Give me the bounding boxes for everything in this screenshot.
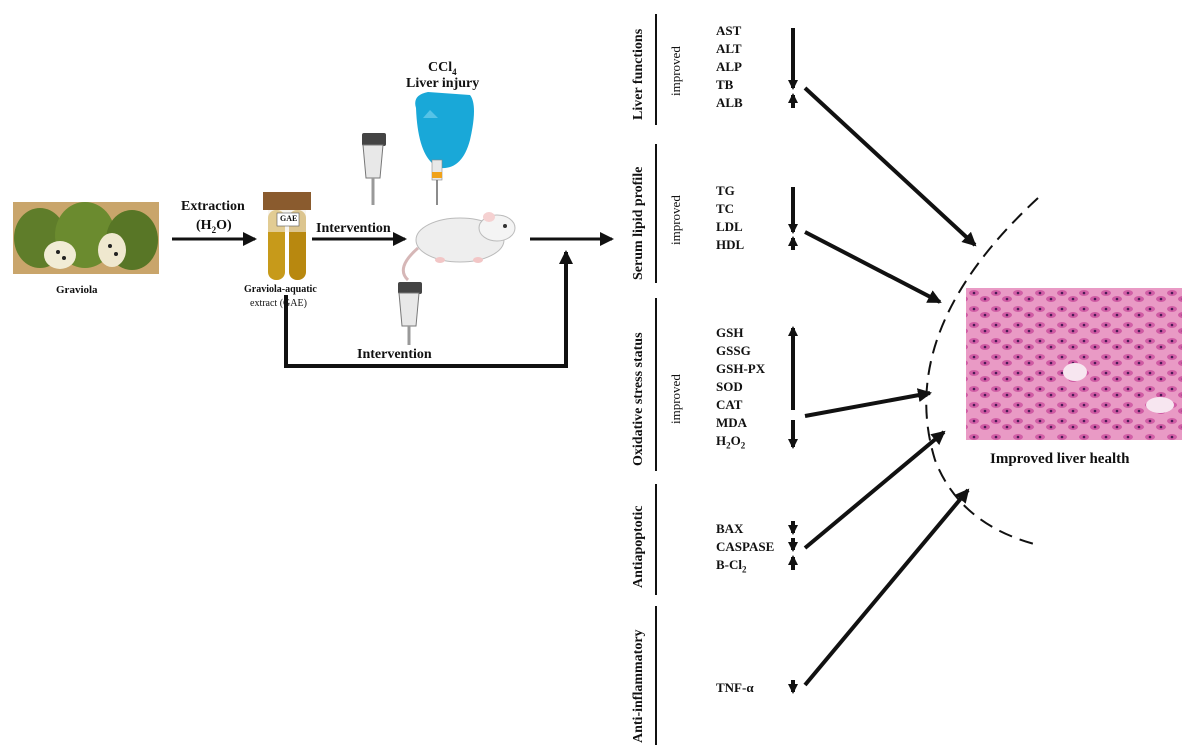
pipette-top-image <box>362 133 386 205</box>
category-antiapoptotic: Antiapoptotic <box>631 505 646 588</box>
liver-function-markers: AST ALT ALP TB ALB <box>716 22 743 112</box>
gloved-hand-syringe-image <box>415 92 474 205</box>
marker-gssg: GSSG <box>716 343 751 358</box>
marker-bcl2: B-Cl2 <box>716 557 747 575</box>
lipid-markers: TG TC LDL HDL <box>716 182 744 254</box>
marker-tc: TC <box>716 201 735 216</box>
status-oxidative-stress: improved <box>668 374 683 424</box>
intervention-top-label: Intervention <box>316 221 391 236</box>
marker-tg: TG <box>716 183 735 198</box>
ccl4-label: CCl4 <box>428 60 457 77</box>
category-oxidative-stress: Oxidative stress status <box>631 332 646 466</box>
antiapoptotic-markers: BAX CASPASE B-Cl2 <box>716 520 774 579</box>
marker-hdl: HDL <box>716 237 745 252</box>
marker-caspase: CASPASE <box>716 539 775 554</box>
gae-tubes <box>263 192 311 280</box>
marker-ast: AST <box>716 23 742 38</box>
graviola-image <box>13 202 159 274</box>
category-anti-inflammatory: Anti-inflammatory <box>631 629 646 743</box>
status-lipid-profile: improved <box>668 195 683 245</box>
marker-mda: MDA <box>716 415 748 430</box>
marker-alp: ALP <box>716 59 742 74</box>
marker-ldl: LDL <box>716 219 743 234</box>
gae-caption-line1: Graviola-aquatic <box>244 284 317 295</box>
status-liver-functions: improved <box>668 46 683 96</box>
category-liver-functions: Liver functions <box>631 28 646 120</box>
anti-inflammatory-markers: TNF-α <box>716 679 754 697</box>
oxidative-markers: GSH GSSG GSH-PX SOD CAT MDA H2O2 <box>716 324 765 455</box>
gae-tag: GAE <box>280 214 298 223</box>
gae-caption-line2: extract (GAE) <box>250 298 307 309</box>
marker-bax: BAX <box>716 521 744 536</box>
marker-tnf-alpha: TNF-α <box>716 680 754 695</box>
marker-gsh-px: GSH-PX <box>716 361 766 376</box>
pipette-bottom-image <box>398 282 422 345</box>
outcome-arc <box>925 197 1039 546</box>
category-lipid-profile: Serum lipid profile <box>631 166 646 280</box>
extraction-label: Extraction <box>181 199 245 214</box>
outcome-arrows <box>803 86 977 687</box>
marker-tb: TB <box>716 77 734 92</box>
marker-alb: ALB <box>716 95 743 110</box>
marker-alt: ALT <box>716 41 742 56</box>
extraction-solvent: (H2O) <box>196 218 232 235</box>
marker-h2o2: H2O2 <box>716 433 746 451</box>
marker-gsh: GSH <box>716 325 744 340</box>
outcome-label: Improved liver health <box>990 451 1130 467</box>
marker-cat: CAT <box>716 397 743 412</box>
marker-sod: SOD <box>716 379 743 394</box>
liver-injury-label: Liver injury <box>406 76 480 91</box>
graviola-label: Graviola <box>56 284 98 296</box>
liver-histology-image <box>966 288 1182 440</box>
rat-image <box>401 212 516 282</box>
intervention-bottom-label: Intervention <box>357 347 432 362</box>
